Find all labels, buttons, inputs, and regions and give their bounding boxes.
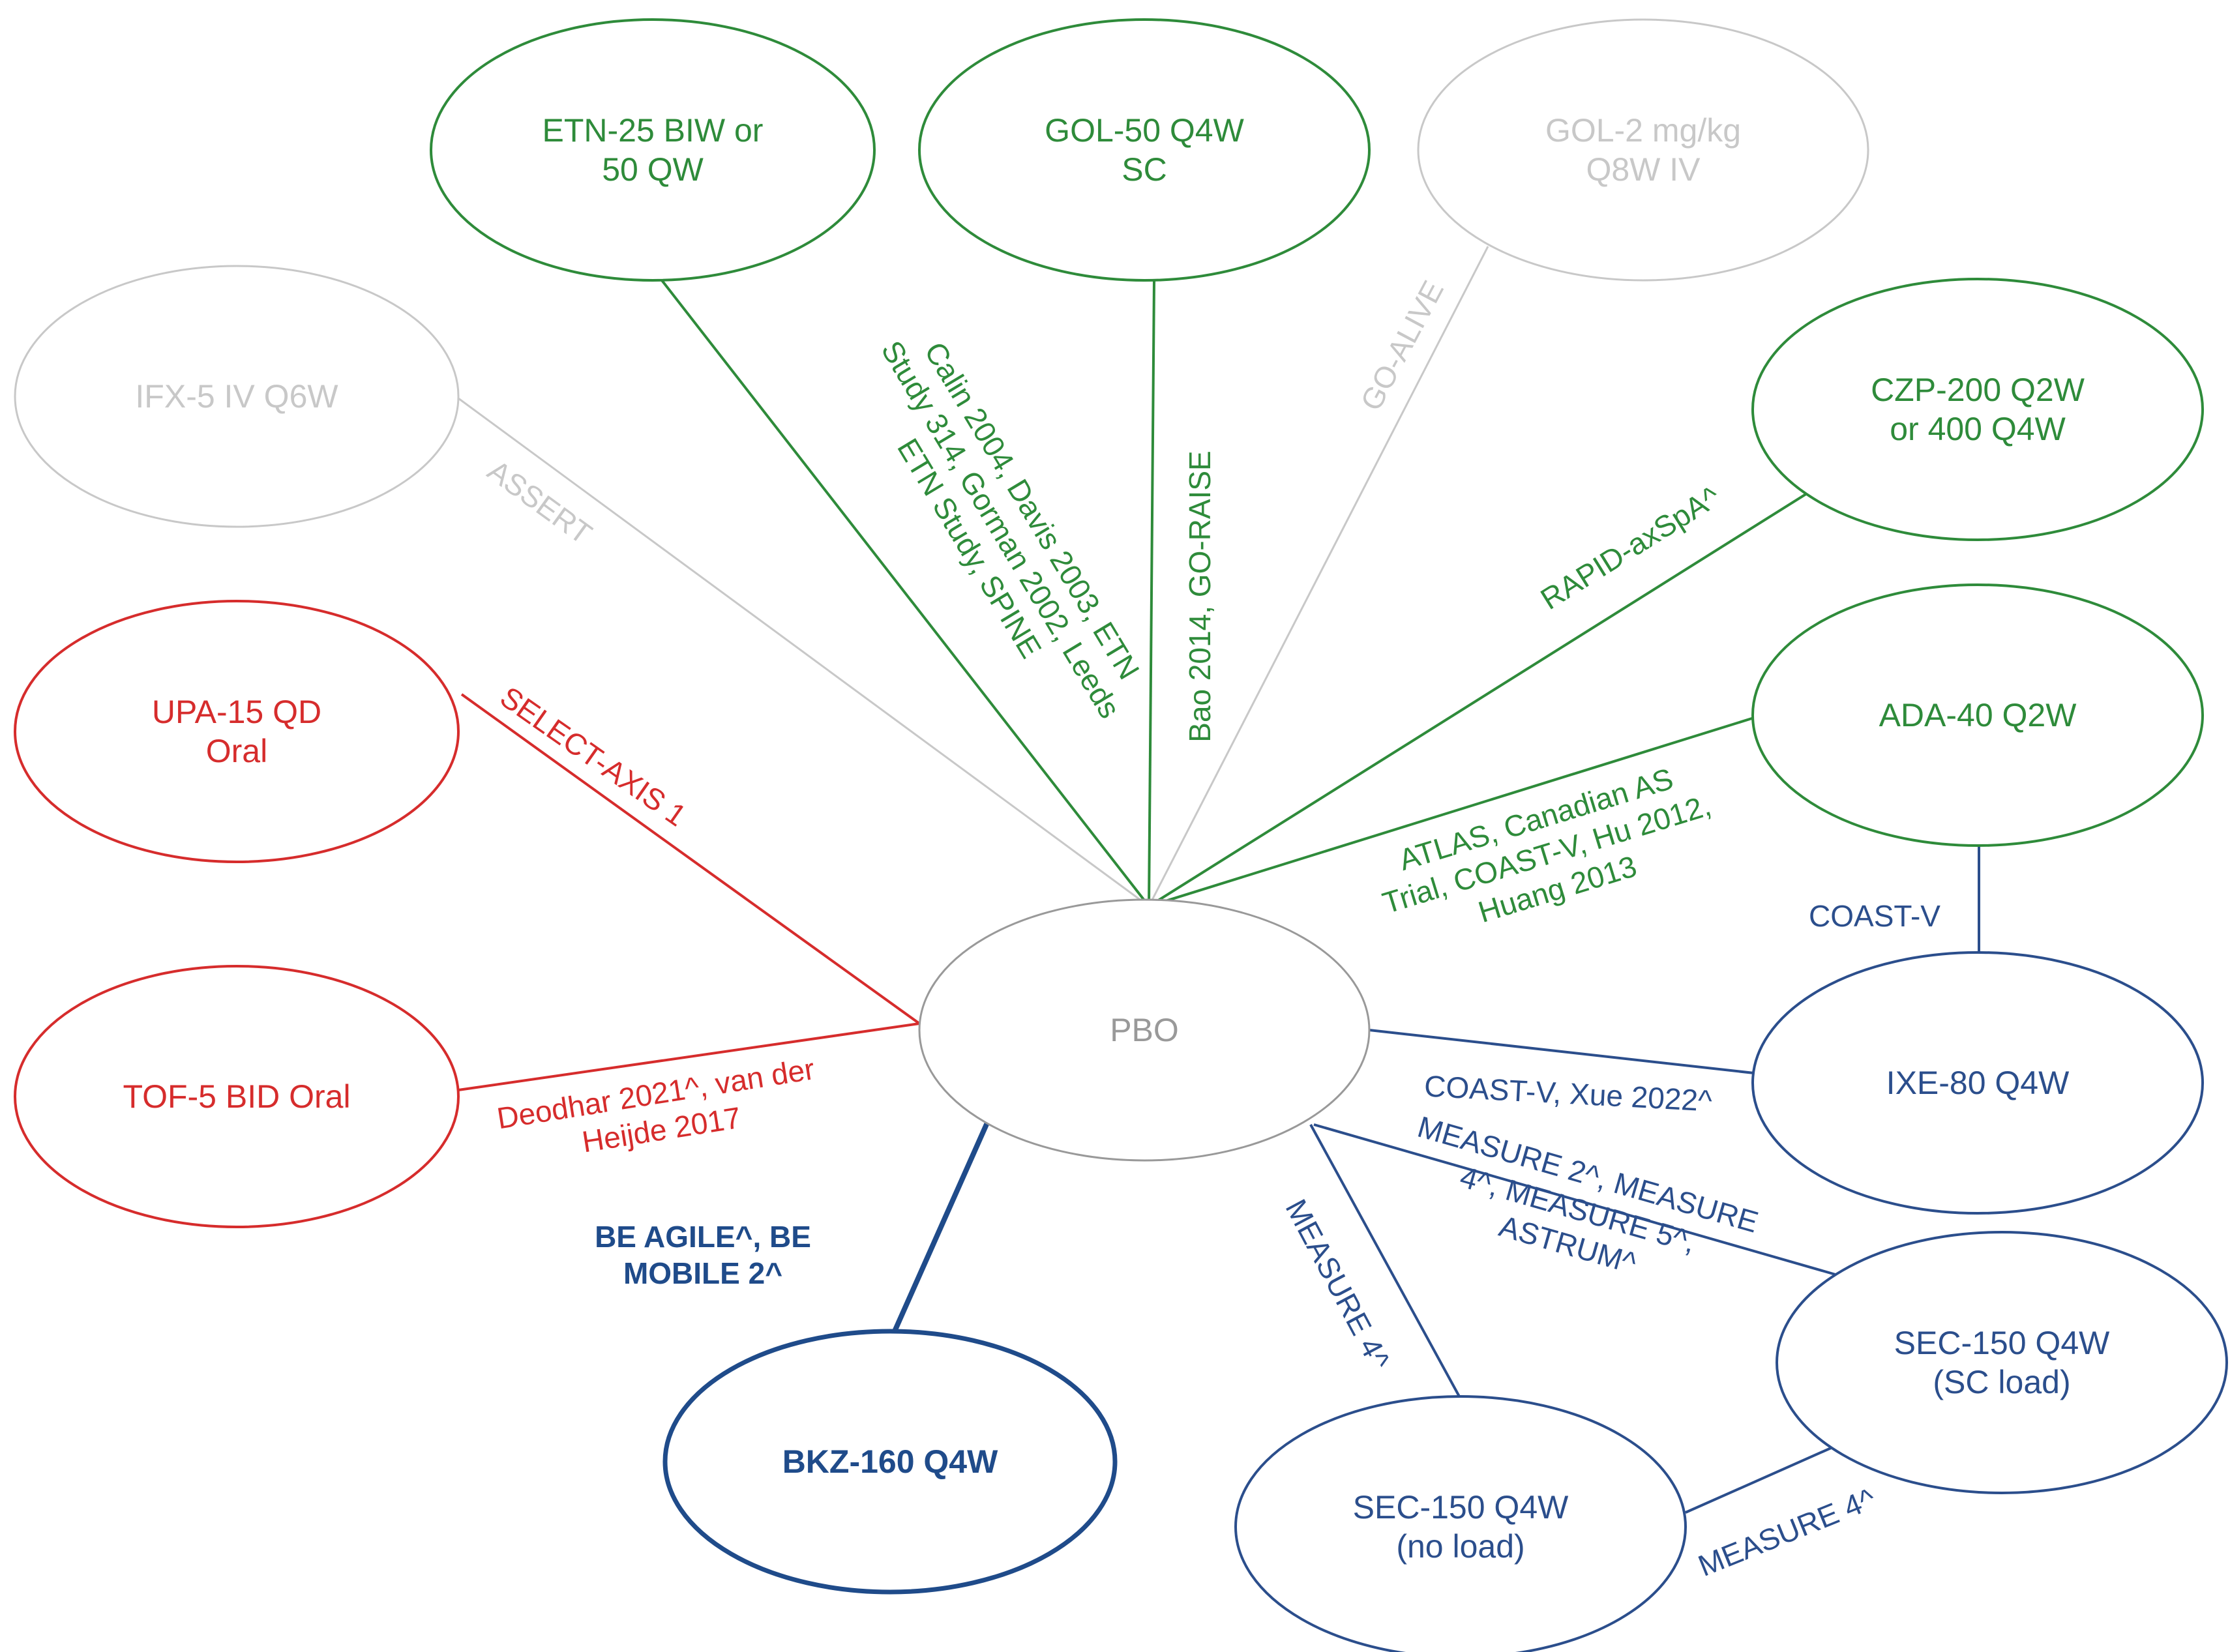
node-label: ADA-40 Q2W [1879, 697, 2077, 733]
edge-label-secnl-pbo: MEASURE 4^ [1279, 1194, 1397, 1376]
edge-label-czp-pbo: RAPID-axSpA^ [1534, 479, 1725, 616]
edge-line-tof-pbo [458, 1022, 920, 1091]
edge-label-line: MEASURE 4^ [1279, 1194, 1397, 1376]
edge-line-bkz-pbo [892, 1120, 990, 1333]
edge-line-upa-pbo [460, 693, 921, 1025]
node-tof: TOF-5 BID Oral [14, 965, 460, 1228]
node-sec-sc: SEC-150 Q4W(SC load) [1776, 1231, 2228, 1494]
node-label: (SC load) [1933, 1364, 2070, 1400]
node-label: Oral [206, 733, 267, 769]
node-ellipse [662, 1329, 1118, 1595]
node-label: 50 QW [602, 151, 704, 188]
edge-label-line: MOBILE 2^ [623, 1256, 782, 1290]
edge-label-line: BE AGILE^, BE [595, 1220, 811, 1254]
edge-line-secnl-pbo [1309, 1124, 1461, 1397]
edge-line-gol2-pbo [1148, 246, 1489, 907]
node-label: PBO [1110, 1012, 1179, 1048]
node-ellipse [1751, 951, 2204, 1215]
node-label: IFX-5 IV Q6W [135, 378, 338, 415]
edge-label-line: SELECT-AXIS 1 [494, 680, 692, 833]
node-label: CZP-200 Q2W [1871, 372, 2085, 408]
node-label: BKZ-160 Q4W [782, 1443, 998, 1480]
node-label: SEC-150 Q4W [1894, 1325, 2110, 1361]
edge-label-ifx-pbo: ASSERT [482, 453, 599, 551]
node-label: GOL-50 Q4W [1045, 112, 1244, 149]
edge-label-upa-pbo: SELECT-AXIS 1 [494, 680, 692, 833]
node-ellipse [1417, 18, 1869, 282]
edge-label-gol50-pbo: Bao 2014, GO-RAISE [1183, 450, 1217, 742]
edge-label-ixe-pbo: COAST-V, Xue 2022^ [1423, 1069, 1713, 1117]
node-ellipse [14, 965, 460, 1228]
node-ada: ADA-40 Q2W [1751, 583, 2204, 847]
edge-line-etn-pbo [661, 279, 1150, 907]
node-ellipse [918, 18, 1371, 282]
edge-label-line: Bao 2014, GO-RAISE [1183, 450, 1217, 742]
edge-line-gol50-pbo [1148, 280, 1155, 907]
node-ellipse [1234, 1395, 1687, 1652]
node-ellipse [1751, 583, 2204, 847]
node-label: or 400 Q4W [1890, 411, 2066, 447]
edge-line-secnl-secsc [1685, 1445, 1836, 1514]
node-sec-nl: SEC-150 Q4W(no load) [1234, 1395, 1687, 1652]
node-label: IXE-80 Q4W [1886, 1065, 2070, 1101]
node-ellipse [14, 600, 460, 863]
node-label: (no load) [1396, 1528, 1524, 1565]
edge-line-ixe-pbo [1369, 1029, 1755, 1074]
edge-label-line: RAPID-axSpA^ [1534, 479, 1725, 616]
edge-label-line: GO-ALIVE [1354, 275, 1450, 416]
edge-line-ifx-pbo [458, 397, 1150, 907]
node-ellipse [1776, 1231, 2228, 1494]
edge-label-ada-ixe: COAST-V [1809, 899, 1940, 933]
node-ellipse [918, 898, 1371, 1162]
node-ellipse [1751, 278, 2204, 541]
node-label: GOL-2 mg/kg [1545, 112, 1741, 149]
node-ellipse [14, 265, 460, 528]
node-label: TOF-5 BID Oral [123, 1078, 350, 1115]
node-ixe: IXE-80 Q4W [1751, 951, 2204, 1215]
edge-label-line: COAST-V, Xue 2022^ [1423, 1069, 1713, 1117]
node-bkz: BKZ-160 Q4W [662, 1329, 1118, 1595]
edge-label-line: ASSERT [482, 453, 599, 551]
node-pbo: PBO [918, 898, 1371, 1162]
edge-label-gol2-pbo: GO-ALIVE [1354, 275, 1450, 416]
edge-label-line: COAST-V [1809, 899, 1940, 933]
node-label: ETN-25 BIW or [543, 112, 764, 149]
node-ifx: IFX-5 IV Q6W [14, 265, 460, 528]
node-label: SC [1122, 151, 1167, 188]
edge-line-czp-pbo [1148, 482, 1824, 907]
node-label: Q8W IV [1586, 151, 1701, 188]
node-label: UPA-15 QD [152, 694, 321, 730]
node-label: SEC-150 Q4W [1353, 1489, 1569, 1526]
node-ellipse [430, 18, 876, 282]
edge-line-ada-pbo [1148, 716, 1757, 907]
edges-layer [458, 246, 1980, 1514]
edge-line-secsc-pbo [1313, 1123, 1836, 1276]
edge-label-line: Study 314, Gorman 2002, Leeds [874, 335, 1127, 724]
